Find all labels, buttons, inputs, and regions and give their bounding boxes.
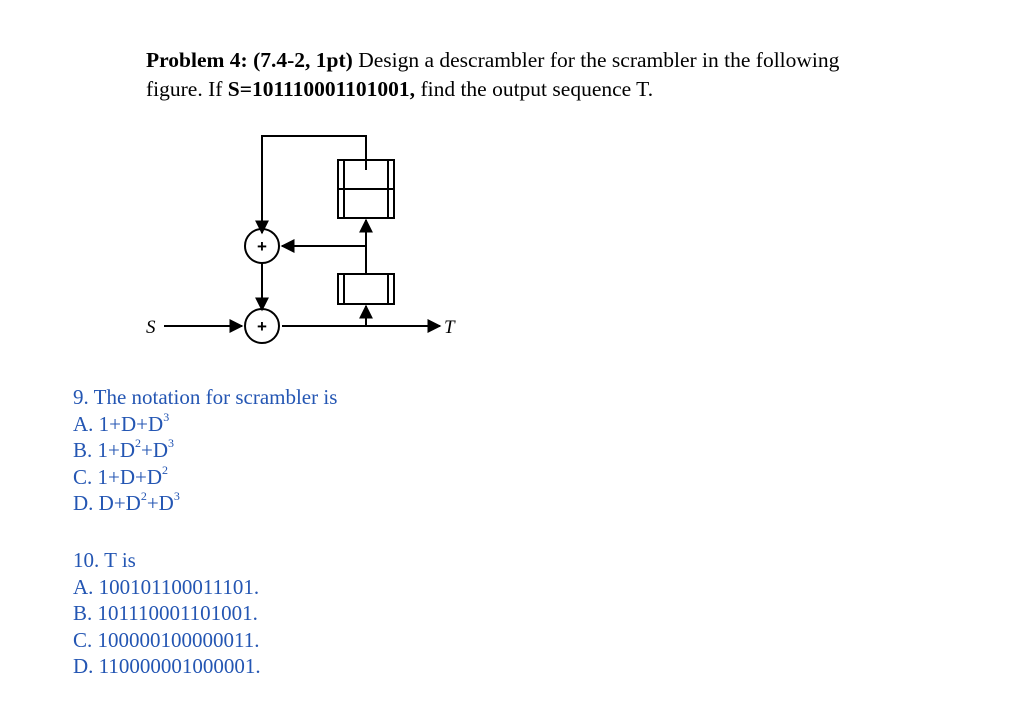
scrambler-diagram: + + S T (146, 135, 456, 344)
adder-bottom (244, 308, 280, 344)
option-10-b[interactable]: B. 101110001101001. (73, 601, 258, 625)
problem-statement: Problem 4: (7.4-2, 1pt) Design a descram… (146, 46, 946, 104)
output-label-t: T (444, 317, 456, 338)
problem-s-value: S=101110001101001, (227, 77, 416, 101)
question-9: 9. The notation for scrambler is A. 1+D+… (73, 384, 337, 517)
question-10: 10. T is A. 100101100011101. B. 10111000… (73, 547, 261, 680)
option-9-c[interactable]: C. 1+D+D2 (73, 462, 169, 489)
problem-lead: Problem 4: (7.4-2, 1pt) (146, 48, 353, 72)
option-9-b[interactable]: B. 1+D2+D3 (73, 436, 175, 462)
question-9-stem: 9. The notation for scrambler is (73, 385, 338, 409)
option-10-d[interactable]: D. 110000001000001. (73, 654, 261, 678)
option-10-a[interactable]: A. 100101100011101. (73, 574, 260, 599)
problem-text-1: Design a descrambler for the scrambler i… (352, 48, 840, 72)
problem-text-3: find the output sequence T. (415, 77, 654, 101)
adder-bottom-symbol: + (257, 317, 267, 336)
option-9-d[interactable]: D. D+D2+D3 (73, 489, 180, 515)
adder-top-symbol: + (257, 237, 267, 256)
input-label-s: S (146, 317, 156, 338)
question-10-stem: 10. T is (73, 548, 136, 572)
adder-top (244, 228, 280, 264)
feedback-line-top (255, 135, 367, 235)
option-9-a[interactable]: A. 1+D+D3 (73, 409, 170, 436)
register-lower (337, 273, 395, 305)
problem-text-2: figure. If (146, 77, 228, 101)
option-10-c[interactable]: C. 100000100000011. (73, 627, 260, 652)
